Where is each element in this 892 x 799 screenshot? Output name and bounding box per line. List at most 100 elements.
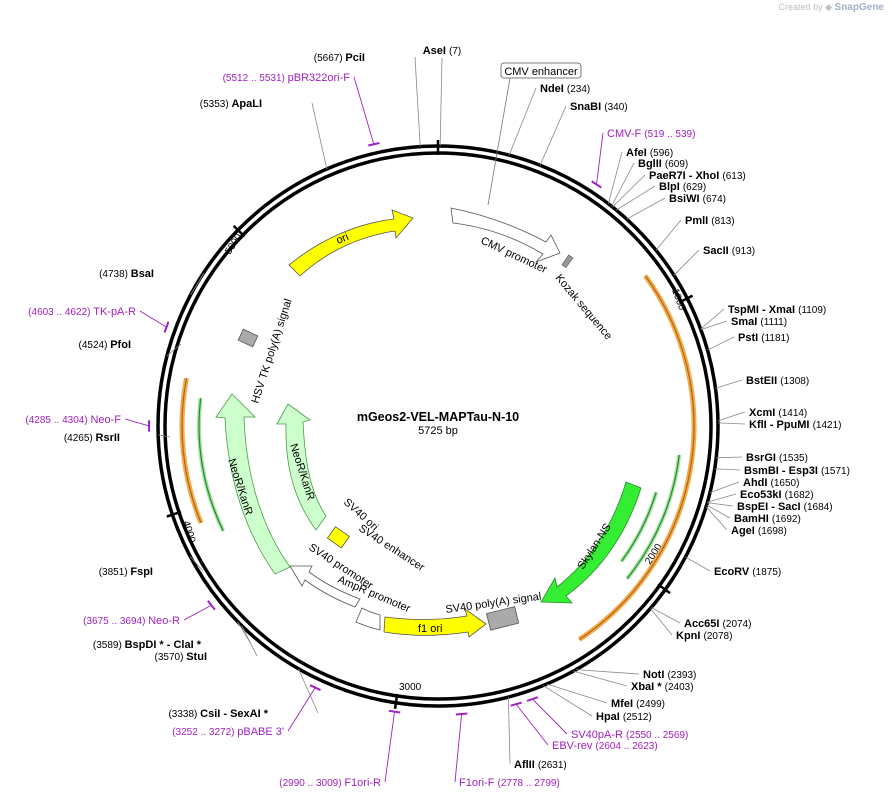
enzyme-leader [685, 556, 711, 572]
enzyme-name: PstI [738, 332, 758, 344]
enzyme-position: (2393) [667, 670, 696, 681]
primer-position: (4603 .. 4622) [28, 307, 93, 318]
kozak-box [561, 254, 574, 269]
enzyme-position: (3338) [168, 709, 200, 720]
enzyme-site-label: SmaI (1111) [731, 316, 787, 328]
snapgene-credit: Created by ◆ SnapGene [779, 2, 884, 13]
feature-label-hsv-tk-polya: HSV TK poly(A) signal [249, 297, 294, 405]
enzyme-name: PmlI [685, 215, 708, 227]
enzyme-leader [650, 608, 673, 636]
enzyme-leader [706, 504, 731, 519]
orange-arc-left-core [181, 378, 202, 524]
enzyme-position: (1698) [758, 526, 787, 537]
enzyme-site-label: KpnI (2078) [676, 630, 732, 642]
feature-label-sv40-enhancer: SV40 enhancer [356, 522, 426, 574]
enzyme-position: (1682) [785, 490, 814, 501]
neor-kanr-outer-arrow [215, 393, 291, 575]
primer-position: (519 .. 539) [644, 129, 695, 140]
feature-label-f1-ori: f1 ori [418, 623, 442, 635]
tick-label: 3000 [399, 682, 422, 693]
enzyme-position: (340) [604, 102, 627, 113]
neor-kanr-inner-arrow [276, 403, 327, 531]
enzyme-name: RsrII [96, 432, 120, 444]
snapgene-logo-icon: ◆ [825, 2, 833, 12]
enzyme-leader [705, 506, 728, 531]
enzyme-name: CsiI - SexAI * [200, 708, 269, 720]
enzyme-name: BamHI [734, 513, 769, 525]
plasmid-length: 5725 bp [418, 425, 458, 437]
enzyme-position: (1650) [771, 478, 800, 489]
enzyme-position: (4524) [79, 340, 111, 351]
primer-position: (2550 .. 2569) [626, 730, 688, 741]
enzyme-position: (2631) [538, 760, 567, 771]
primer-name: F1ori-R [344, 777, 381, 789]
enzyme-site-label: (5353) ApaLI [200, 98, 262, 110]
enzyme-site-label: AfeI (596) [626, 147, 673, 159]
enzyme-name: BlpI [659, 181, 680, 193]
primer-name: F1ori-F [459, 777, 495, 789]
primer-mark [368, 142, 380, 147]
enzyme-position: (1875) [752, 567, 781, 578]
enzyme-site-label: (5667) PciI [314, 52, 365, 64]
primer-mark [207, 600, 216, 611]
enzyme-leader [626, 197, 666, 220]
enzyme-site-label: PaeR7I - XhoI (613) [649, 170, 746, 182]
enzyme-leader [700, 308, 725, 330]
enzyme-position: (1308) [780, 376, 809, 387]
primer-position: (2778 .. 2799) [498, 778, 560, 789]
ampr-promoter-arrow [355, 607, 381, 631]
enzyme-name: XbaI * [631, 681, 662, 693]
enzyme-leader [707, 336, 735, 351]
enzyme-site-label: (3570) StuI [155, 651, 207, 663]
enzyme-leader [546, 683, 608, 704]
enzyme-name: BstEII [746, 375, 777, 387]
enzyme-site-label: PstI (1181) [738, 332, 789, 344]
primer-mark [526, 696, 539, 702]
enzyme-site-label: BsiWI (674) [669, 193, 726, 205]
enzyme-site-label: (4265) RsrII [64, 432, 120, 444]
enzyme-leader [700, 320, 728, 330]
enzyme-leader [607, 151, 623, 204]
primer-name: pBR322ori-F [288, 72, 351, 84]
enzyme-site-label: AhdI (1650) [743, 477, 799, 489]
enzyme-position: (2078) [704, 631, 733, 642]
enzyme-site-label: BamHI (1692) [734, 513, 801, 525]
enzyme-position: (629) [683, 182, 706, 193]
enzyme-name: NdeI [540, 83, 564, 95]
enzyme-leader [673, 249, 700, 276]
primer-leader [384, 711, 395, 783]
ori-arrow [288, 209, 414, 277]
enzyme-position: (7) [449, 46, 461, 57]
enzyme-leader [717, 422, 746, 425]
primer-label: SV40pA-R (2550 .. 2569) [571, 729, 688, 741]
enzyme-position: (1692) [772, 514, 801, 525]
primer-name: Neo-F [90, 414, 121, 426]
enzyme-site-label: (4738) BsaI [99, 268, 154, 280]
enzyme-site-label: EcoRV (1875) [714, 566, 781, 578]
primer-label: CMV-F (519 .. 539) [607, 128, 695, 140]
enzyme-name: BsmBI - Esp3I [744, 465, 818, 477]
enzyme-name: ApaLI [231, 98, 262, 110]
primer-label: (4603 .. 4622) TK-pA-R [28, 306, 136, 318]
primer-position: (5512 .. 5531) [223, 73, 288, 84]
enzyme-name: TspMI - XmaI [728, 304, 795, 316]
tick-mark [166, 510, 182, 518]
enzyme-position: (609) [665, 159, 688, 170]
hsv-tk-polya-box [237, 328, 259, 348]
tick-mark [232, 224, 246, 238]
enzyme-position: (4265) [64, 433, 96, 444]
enzyme-name: Eco53kI [740, 489, 782, 501]
enzyme-leader [611, 162, 635, 207]
enzyme-leader [311, 102, 328, 170]
enzyme-name: AgeI [731, 525, 755, 537]
enzyme-site-label: BglII (609) [638, 158, 688, 170]
enzyme-name: Acc65I [684, 618, 719, 630]
tick-mark [678, 294, 694, 304]
primer-position: (3675 .. 3694) [83, 616, 148, 627]
enzyme-site-label: AseI (7) [423, 45, 462, 57]
enzyme-leader [166, 343, 182, 357]
primer-mark [309, 684, 321, 691]
primer-mark [455, 712, 468, 716]
enzyme-site-label: AgeI (1698) [731, 525, 787, 537]
